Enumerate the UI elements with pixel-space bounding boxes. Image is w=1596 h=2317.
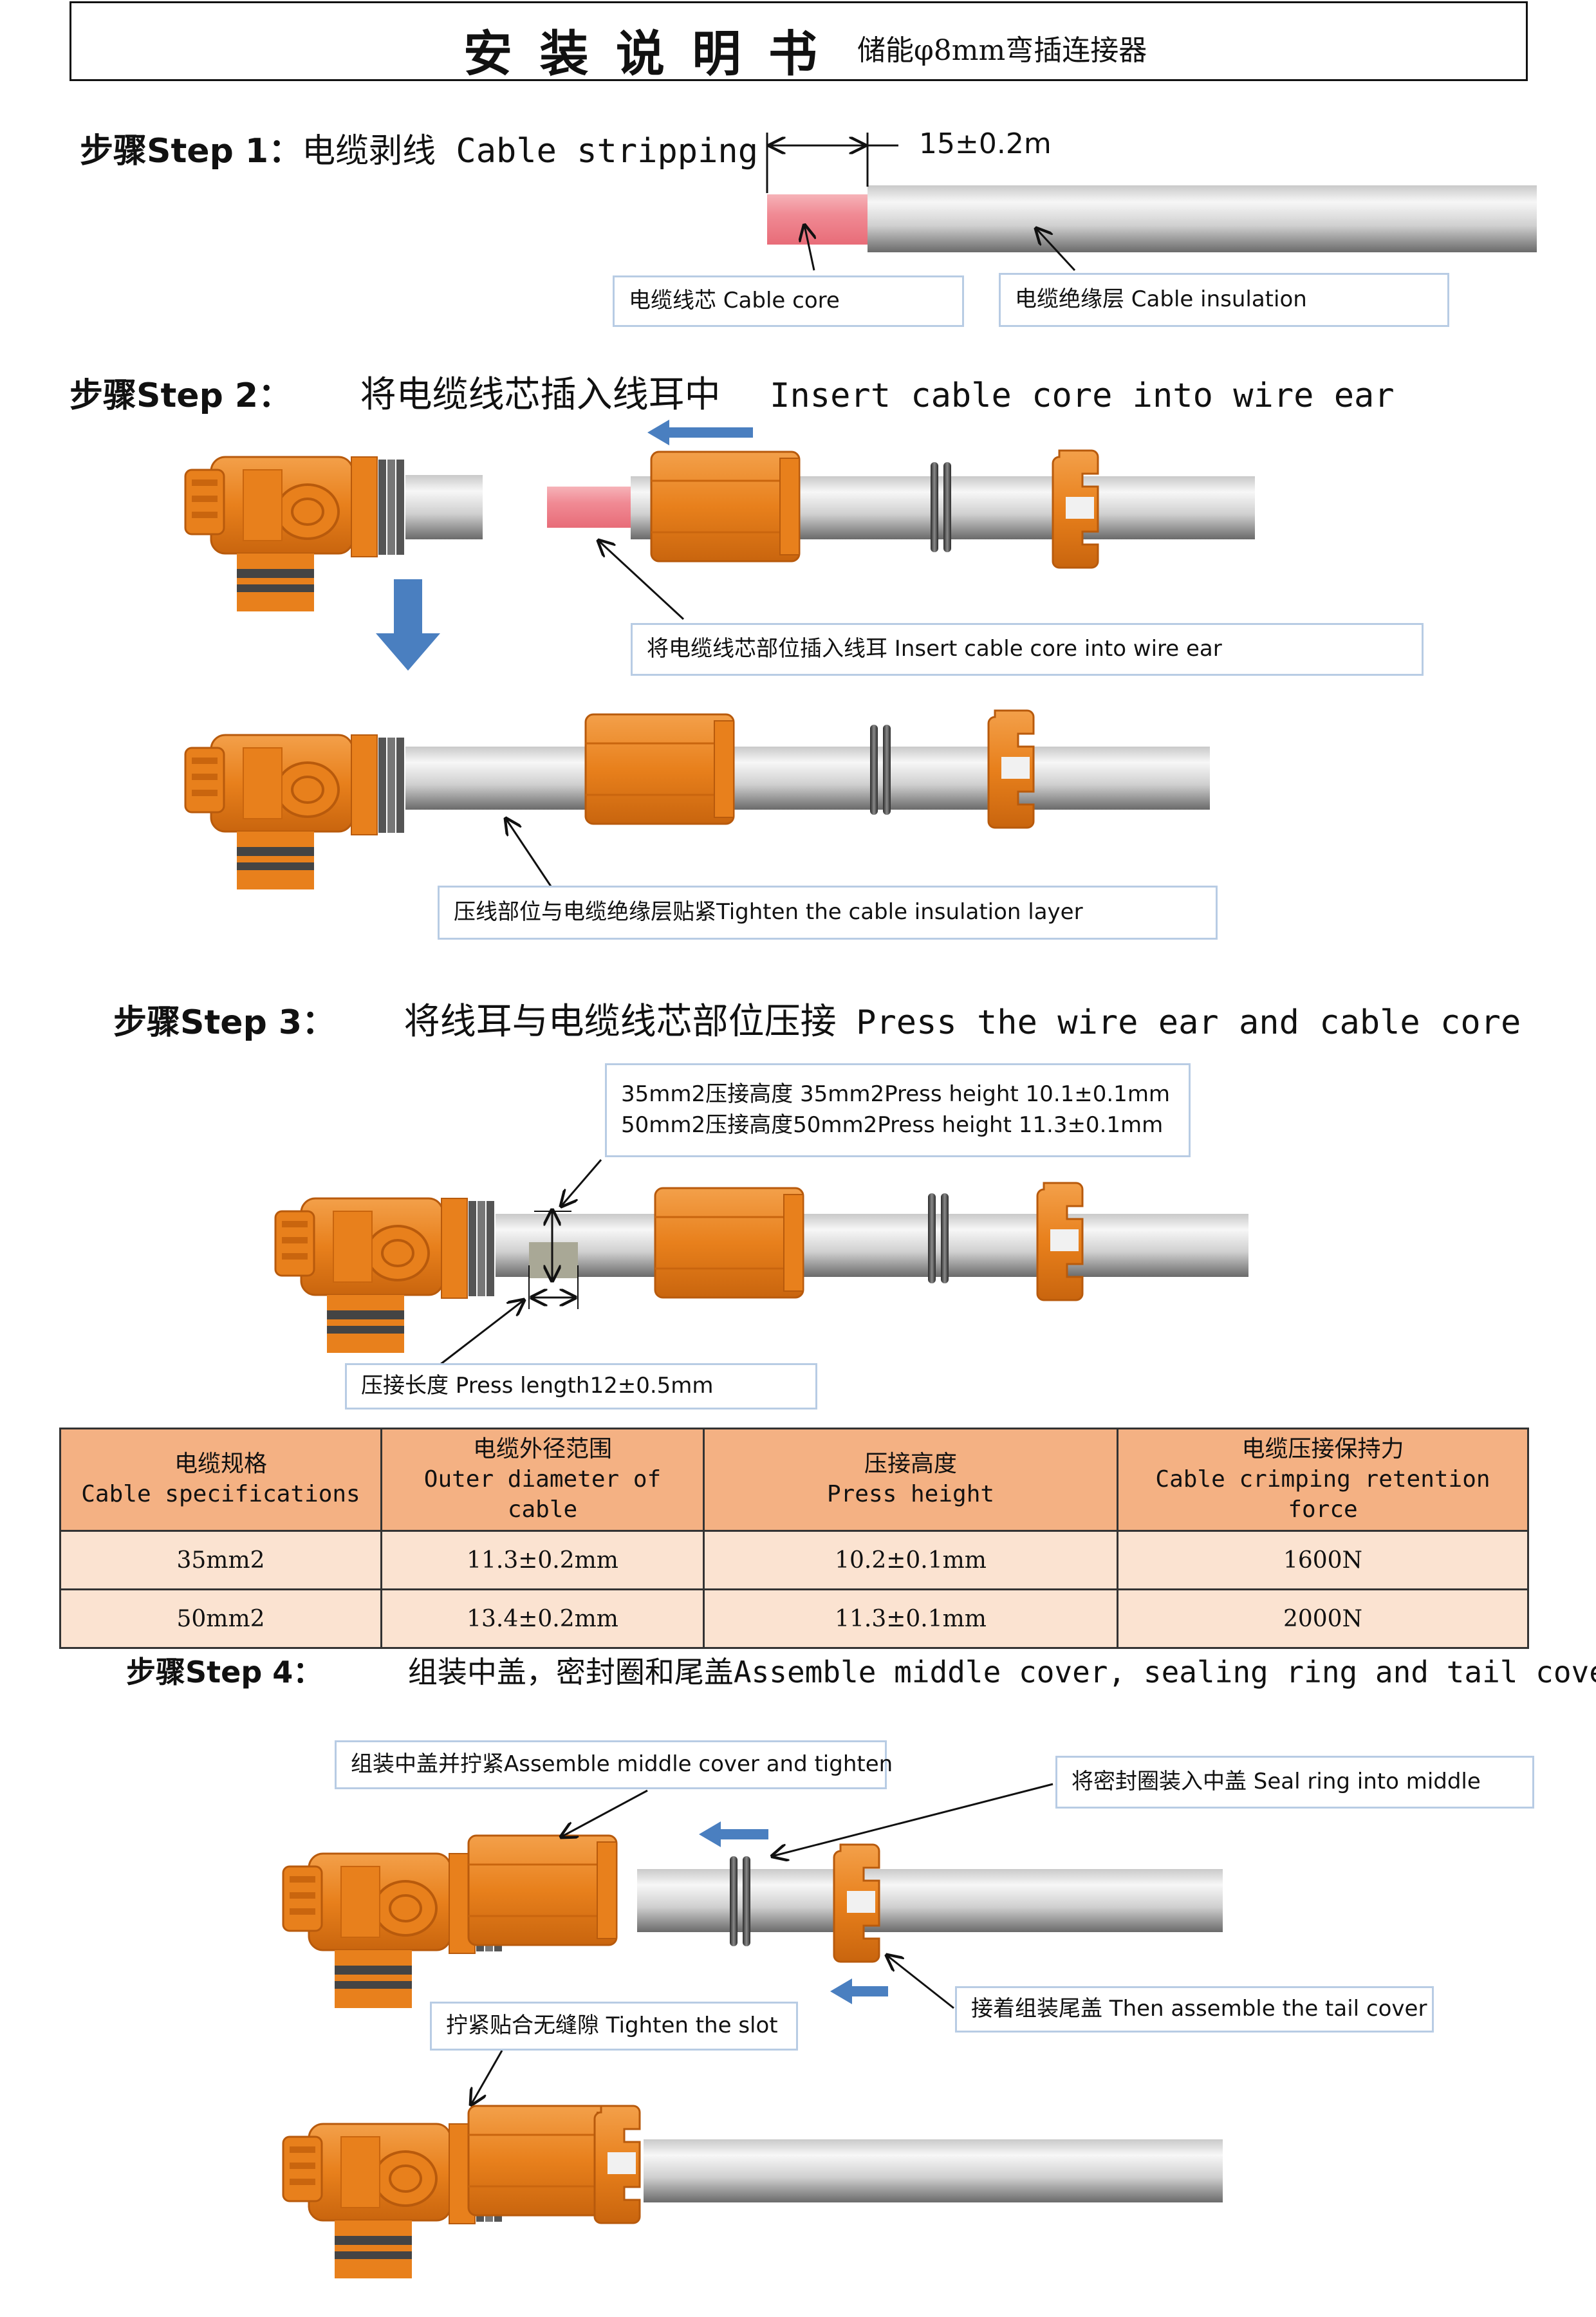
th-cable-spec-en: Cable specifications [81,1481,360,1508]
step1-cable-core [767,194,868,245]
step4-label: 步骤Step 4： [126,1655,323,1689]
step2-connector-b [184,734,405,891]
cell-spec: 35mm2 [59,1530,382,1591]
callout-tighten-insulation: 压线部位与电缆绝缘层贴紧Tighten the cable insulation… [438,886,1218,940]
cell-height: 11.3±0.1mm [703,1588,1118,1650]
callout-press-length: 压接长度 Press length12±0.5mm [345,1363,817,1410]
cell-force: 2000N [1117,1588,1529,1650]
step3-text-en: Press the wire ear and cable core [856,1003,1521,1042]
step1-dimension-label: 15±0.2m [919,127,1052,160]
step3-text-zh: 将线耳与电缆线芯部位压接 [404,1001,837,1043]
cell-force: 1600N [1117,1530,1529,1591]
step2-text-en: Insert cable core into wire ear [770,377,1395,415]
step3-label: 步骤Step 3： [113,1003,336,1042]
th-press-height-zh: 压接高度 [864,1451,957,1478]
callout-press-height: 35mm2压接高度 35mm2Press height 10.1±0.1mm 5… [605,1063,1191,1157]
press-height-35: 35mm2压接高度 35mm2Press height 10.1±0.1mm [621,1081,1171,1108]
th-retention-force-en: Cable crimping retention force [1155,1466,1490,1523]
crimp-section [529,1242,578,1278]
th-press-height: 压接高度 Press height [703,1427,1118,1532]
step3-title: 步骤Step 3： 将线耳与电缆线芯部位压接 Press the wire ea… [113,992,1521,1045]
down-arrow [376,579,440,671]
cell-spec: 50mm2 [59,1588,382,1650]
th-outer-diameter-zh: 电缆外径范围 [472,1436,612,1462]
cell-diameter: 11.3±0.2mm [380,1530,705,1591]
th-cable-spec: 电缆规格 Cable specifications [59,1427,382,1532]
callout-insert-core: 将电缆线芯部位插入线耳 Insert cable core into wire … [631,623,1424,676]
page-subtitle: 储能φ8mm弯插连接器 [857,34,1147,67]
step4-title: 步骤Step 4： 组装中盖，密封圈和尾盖Assemble middle cov… [126,1649,1596,1691]
step4-connector-b [282,2123,503,2280]
step1-label: 步骤Step 1： [80,132,302,171]
table-row: 35mm2 11.3±0.2mm 10.2±0.1mm 1600N [59,1530,1529,1591]
left-arrow [647,420,753,445]
step2-text-zh: 将电缆线芯插入线耳中 [360,374,721,416]
callout-seal-ring: 将密封圈装入中盖 Seal ring into middle [1055,1756,1534,1809]
step4-text: 组装中盖，密封圈和尾盖Assemble middle cover, sealin… [407,1655,1596,1689]
callout-assemble-middle: 组装中盖并拧紧Assemble middle cover and tighten [335,1740,893,1789]
step1-title: 步骤Step 1：电缆剥线 Cable stripping [80,124,758,172]
step2-connector-a [184,456,405,613]
th-outer-diameter: 电缆外径范围 Outer diameter of cable [380,1427,705,1532]
spec-table-header: 电缆规格 Cable specifications 电缆外径范围 Outer d… [59,1427,1529,1532]
step3-connector [274,1197,496,1354]
title-box [70,1,1528,81]
th-retention-force: 电缆压接保持力 Cable crimping retention force [1117,1427,1529,1532]
th-retention-force-zh: 电缆压接保持力 [1241,1436,1404,1462]
step2-core [547,487,650,528]
callout-tail-cover: 接着组装尾盖 Then assemble the tail cover [955,1986,1434,2033]
press-height-50: 50mm2压接高度50mm2Press height 11.3±0.1mm [621,1112,1164,1138]
step1-text: 电缆剥线 Cable stripping [302,132,759,171]
tail-arrow [830,1978,888,2004]
table-row: 50mm2 13.4±0.2mm 11.3±0.1mm 2000N [59,1588,1529,1650]
step2-title: 步骤Step 2： 将电缆线芯插入线耳中 Insert cable core i… [70,366,1395,418]
callout-tighten-slot: 拧紧贴合无缝隙 Tighten the slot [430,2002,798,2051]
cell-diameter: 13.4±0.2mm [380,1588,705,1650]
step2-label: 步骤Step 2： [70,377,292,415]
cell-height: 10.2±0.1mm [703,1530,1118,1591]
th-cable-spec-zh: 电缆规格 [174,1451,267,1478]
step1-cable [868,185,1537,252]
callout-cable-core: 电缆线芯 Cable core [613,275,964,327]
callout-cable-insulation: 电缆绝缘层 Cable insulation [999,273,1449,327]
seal-arrow [699,1821,768,1847]
step4-connector-a [282,1852,503,2009]
th-outer-diameter-en: Outer diameter of cable [423,1466,662,1523]
page-title: 安 装 说 明 书 [463,25,822,82]
th-press-height-en: Press height [826,1481,995,1508]
spec-table: 电缆规格 Cable specifications 电缆外径范围 Outer d… [59,1427,1529,1650]
